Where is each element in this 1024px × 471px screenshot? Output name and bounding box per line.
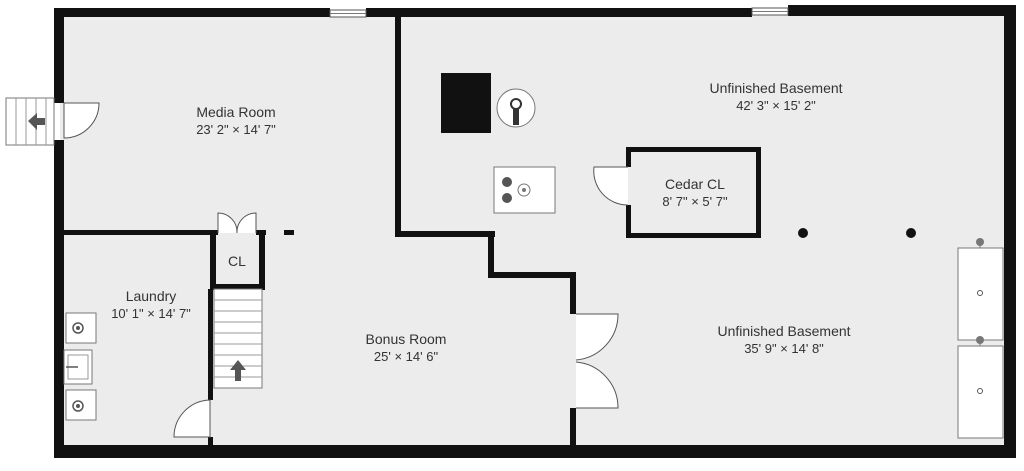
exterior-stairs [5, 97, 55, 146]
windows [329, 7, 789, 18]
cooktop-icon [493, 166, 556, 214]
closet-doors[interactable] [217, 212, 257, 234]
laundry-dims: 10' 1" × 14' 7" [111, 306, 191, 321]
furnace-icon [441, 73, 491, 133]
washer-icon [65, 312, 97, 344]
closet-name: CL [228, 253, 246, 269]
unfinished-top-name: Unfinished Basement [709, 80, 842, 96]
stairs-up-arrow-icon [230, 360, 246, 381]
exterior-door[interactable] [63, 102, 100, 139]
bonus-room-dims: 25' × 14' 6" [374, 349, 439, 364]
support-post [798, 228, 808, 238]
water-heater-icon [496, 88, 536, 128]
double-doors[interactable] [575, 313, 619, 409]
unfinished-bottom-name: Unfinished Basement [717, 323, 850, 339]
cedar-closet-dims: 8' 7" × 5' 7" [662, 194, 728, 209]
interior-walls [60, 14, 761, 450]
bonus-room-name: Bonus Room [366, 331, 447, 347]
dryer-icon [65, 389, 97, 421]
exterior-walls [54, 5, 1016, 458]
right-appliance-lower [957, 336, 1004, 439]
laundry-name: Laundry [126, 288, 177, 304]
unfinished-bottom-dims: 35' 9" × 14' 8" [744, 341, 824, 356]
media-room-name: Media Room [196, 104, 275, 120]
stairs-down-arrow-icon [28, 113, 45, 130]
sink-icon [63, 349, 93, 385]
right-appliance-upper [957, 238, 1004, 341]
support-post [906, 228, 916, 238]
cedar-closet-door[interactable] [593, 166, 629, 206]
interior-stairs [213, 288, 263, 389]
laundry-door[interactable] [173, 399, 211, 438]
cedar-closet-name: Cedar CL [665, 176, 725, 192]
media-room-dims: 23' 2" × 14' 7" [196, 122, 276, 137]
unfinished-top-dims: 42' 3" × 15' 2" [736, 98, 816, 113]
